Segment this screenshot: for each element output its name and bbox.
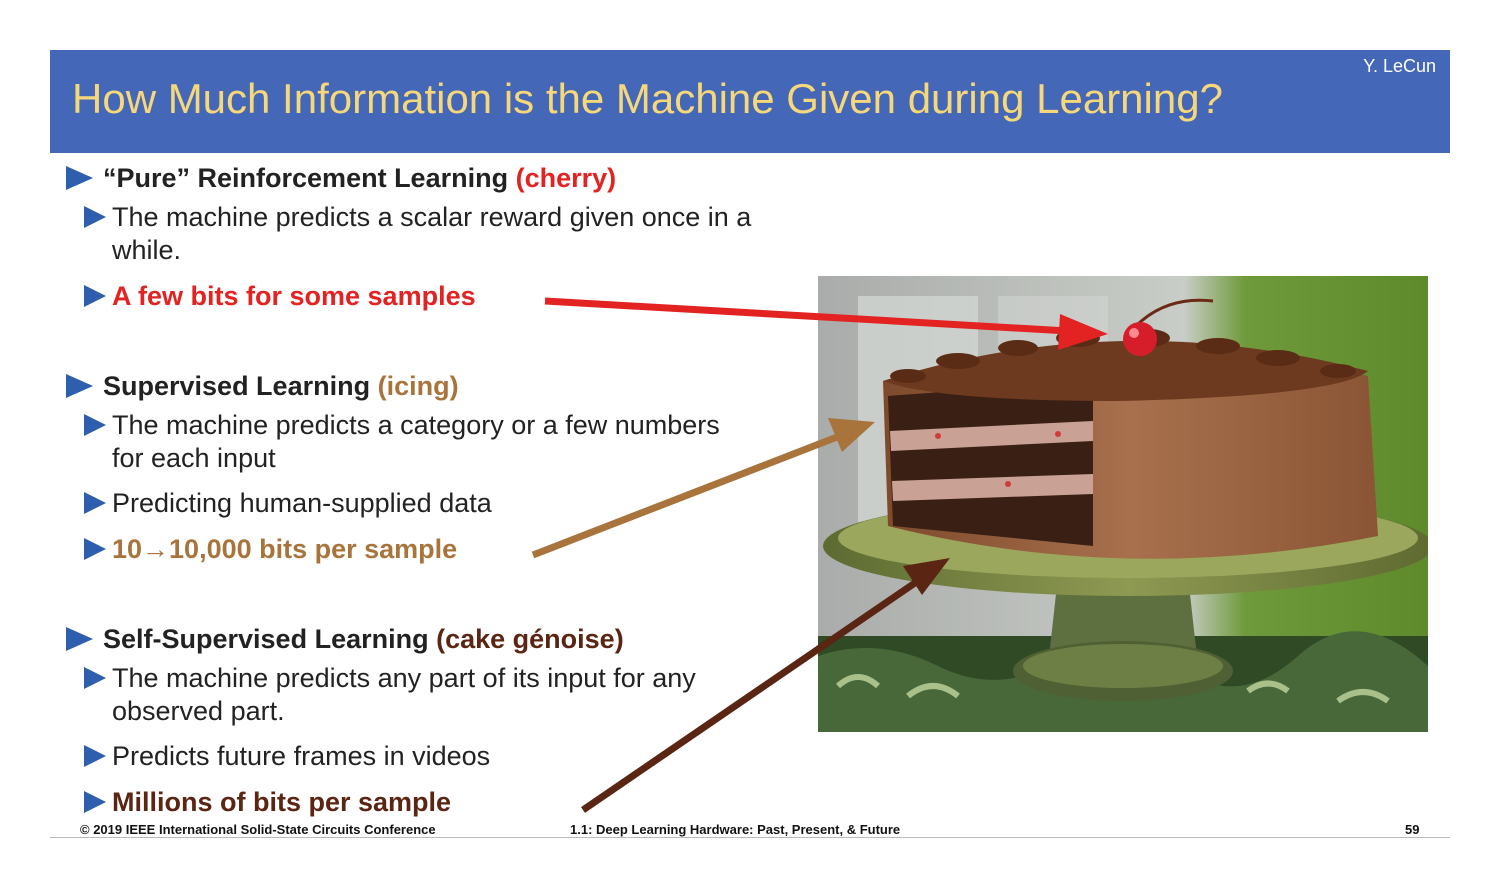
slide-title: How Much Information is the Machine Give… [72,75,1223,122]
footer-divider [50,837,1450,838]
arrowhead-cherry-icon [1058,314,1108,350]
bullet-item-highlight: 10→10,000 bits per sample [84,534,457,565]
bullet-triangle-icon [84,284,106,307]
section-self-supervised-heading: Self-Supervised Learning (cake génoise) [66,624,624,655]
genoise-tag: (cake génoise) [436,624,624,654]
bullet-triangle-icon [66,373,93,398]
bullet-triangle-icon [66,626,93,651]
section-supervised-heading: Supervised Learning (icing) [66,371,459,402]
bullet-item: The machine predicts a scalar reward giv… [84,202,751,233]
arrow-cherry [544,297,1086,336]
page-number: 59 [1405,822,1420,837]
arrow-icing [531,428,852,559]
title-bar: How Much Information is the Machine Give… [50,50,1450,153]
bullet-item-highlight: A few bits for some samples [84,281,476,312]
bullet-triangle-icon [84,205,106,228]
bullet-triangle-icon [84,790,106,813]
bullet-triangle-icon [84,537,106,560]
section-reinforcement-heading: “Pure” Reinforcement Learning (cherry) [66,163,616,194]
bullet-triangle-icon [66,165,93,190]
cake-photo [818,276,1428,732]
bullet-triangle-icon [84,491,106,514]
arrowhead-genoise-icon [903,558,950,595]
footer-copyright: © 2019 IEEE International Solid-State Ci… [80,822,436,837]
icing-tag: (icing) [377,371,459,401]
author-label: Y. LeCun [1363,56,1436,76]
cake-illustration [818,276,1428,732]
bullet-item: Predicting human-supplied data [84,488,492,519]
bullet-triangle-icon [84,666,106,689]
bullet-item: The machine predicts any part of its inp… [84,663,696,694]
bullet-item-highlight: Millions of bits per sample [84,787,451,818]
cherry-tag: (cherry) [515,163,617,193]
bullet-item: The machine predicts a category or a few… [84,410,720,441]
arrow-genoise [581,571,930,813]
bullet-triangle-icon [84,413,106,436]
arrowhead-icing-icon [828,418,875,452]
bullet-triangle-icon [84,744,106,767]
bullet-item: Predicts future frames in videos [84,741,490,772]
bullet-continuation: while. [112,235,182,265]
bullet-continuation: observed part. [112,696,285,726]
footer-session: 1.1: Deep Learning Hardware: Past, Prese… [570,822,901,837]
bullet-continuation: for each input [112,443,276,473]
